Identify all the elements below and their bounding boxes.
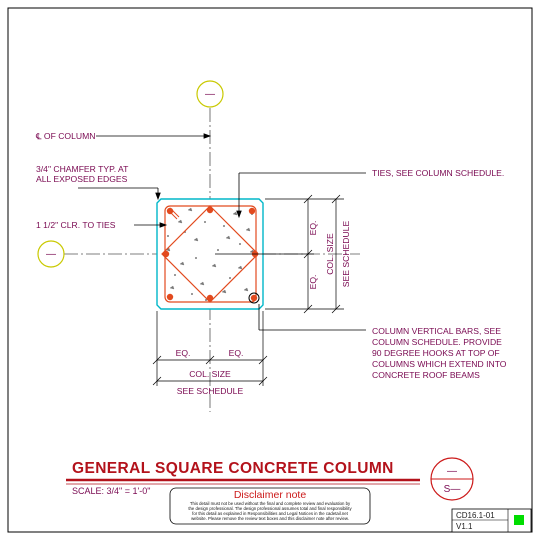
concrete-aggregate-hatch (165, 207, 255, 302)
grid-bubble-top-label: — (205, 89, 215, 100)
rebar (166, 207, 174, 215)
disclaimer-box: Disclaimer note This detail must not be … (169, 487, 371, 525)
disclaimer-line: This detail must not be used without the… (190, 501, 351, 506)
rebar (250, 294, 258, 302)
status-indicator (514, 515, 524, 525)
diamond-tie (161, 205, 259, 303)
centerline-label: ℄ OF COLUMN (35, 131, 95, 141)
chamfer-label-line2: ALL EXPOSED EDGES (36, 174, 128, 184)
detail-title: GENERAL SQUARE CONCRETE COLUMN (72, 460, 394, 477)
grid-bubble-left-label: — (46, 249, 56, 260)
rebar (206, 206, 214, 214)
vertical-bars-label-line: COLUMN VERTICAL BARS, SEE (372, 326, 501, 336)
vertical-bars-label: COLUMN VERTICAL BARS, SEE COLUMN SCHEDUL… (372, 326, 507, 380)
dim-col-size-horizontal: COL. SIZE (189, 369, 231, 379)
rebar (162, 250, 170, 258)
dim-eq-right: EQ. (229, 348, 244, 358)
detail-number: CD16.1-01 (456, 511, 495, 520)
disclaimer-line: the design professional. The design prof… (188, 506, 352, 511)
dim-see-schedule-horizontal: SEE SCHEDULE (177, 386, 244, 396)
section-bubble-top: — (447, 466, 457, 477)
sheet-border (7, 7, 533, 533)
rebar (248, 207, 256, 215)
leaders (78, 133, 366, 331)
vertical-bars-label-line: 90 DEGREE HOOKS AT TOP OF (372, 348, 500, 358)
callout-bar-marker (248, 292, 260, 304)
dim-see-schedule-vertical: SEE SCHEDULE (341, 221, 351, 288)
rebar (206, 294, 214, 302)
vertical-bars-label-line: COLUMNS WHICH EXTEND INTO (372, 359, 507, 369)
dim-eq-upper: EQ. (308, 221, 318, 236)
dim-eq-left: EQ. (176, 348, 191, 358)
disclaimer-line: for this detail as explained in Responsi… (192, 511, 349, 516)
ties-label: TIES, SEE COLUMN SCHEDULE. (372, 168, 504, 178)
section-bubble-bottom: S— (444, 484, 461, 495)
reference-box: CD16.1-01 V1.1 (451, 508, 532, 533)
clearance-label: 1 1/2" CLR. TO TIES (36, 220, 116, 230)
chamfer-label-line1: 3/4" CHAMFER TYP. AT (36, 164, 129, 174)
right-dimensions (215, 194, 344, 314)
detail-scale: SCALE: 3/4" = 1'-0" (72, 486, 150, 496)
dim-col-size-vertical: COL. SIZE (325, 233, 335, 275)
grid-bubble-left: — (37, 240, 65, 268)
bottom-dimensions (152, 311, 268, 386)
grid-bubble-top: — (196, 80, 224, 108)
rebar (166, 293, 174, 301)
dim-eq-lower: EQ. (308, 275, 318, 290)
disclaimer-line: website. Please remove the review text b… (191, 516, 349, 521)
vertical-bars-label-line: COLUMN SCHEDULE. PROVIDE (372, 337, 502, 347)
detail-version: V1.1 (456, 522, 473, 531)
section-bubble: — S— (430, 457, 474, 501)
disclaimer-title: Disclaimer note (234, 489, 307, 501)
vertical-bars-label-line: CONCRETE ROOF BEAMS (372, 370, 480, 380)
